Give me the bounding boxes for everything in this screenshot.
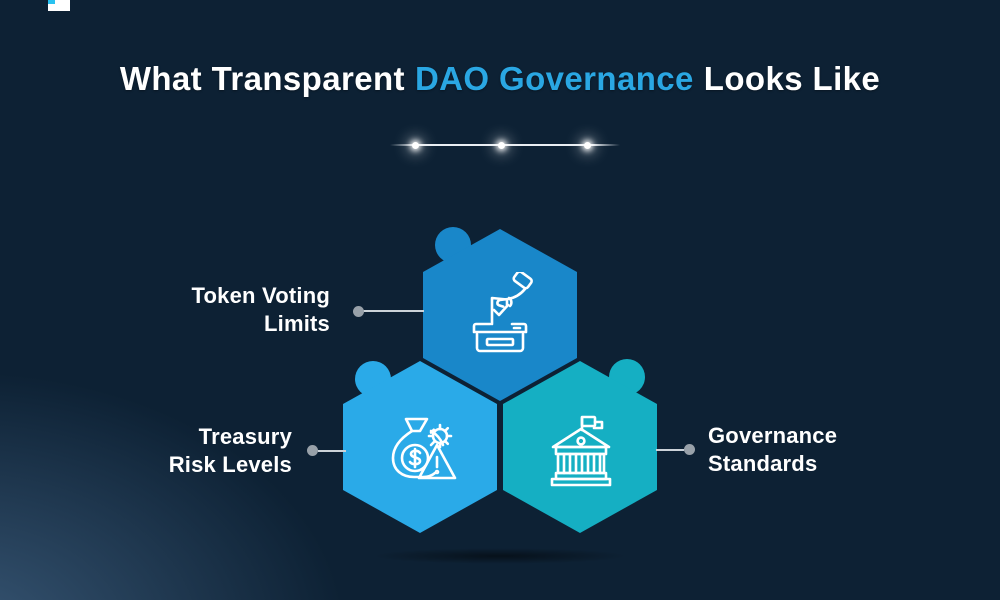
label-token-voting-limits: Token Voting Limits	[130, 282, 330, 338]
label-line: Governance	[708, 423, 838, 448]
ballot-box-icon	[472, 272, 533, 353]
connector-dot-treasury	[307, 445, 318, 456]
label-line: Limits	[264, 311, 330, 336]
title-suffix: Looks Like	[703, 60, 881, 97]
title-prefix: What Transparent	[119, 60, 405, 97]
divider-glow-dot	[584, 142, 591, 149]
label-governance-standards: Governance Standards	[708, 422, 938, 478]
connector-dot-governance	[684, 444, 695, 455]
divider-glow-dot	[498, 142, 505, 149]
connector-line-treasury	[318, 450, 346, 452]
label-treasury-risk-levels: Treasury Risk Levels	[92, 423, 292, 479]
divider-glow-dot	[412, 142, 419, 149]
title-divider-line	[390, 144, 620, 146]
logo-fragment-accent	[48, 0, 55, 4]
bank-building-icon	[550, 415, 612, 487]
page-title: What Transparent DAO Governance Looks Li…	[0, 60, 1000, 98]
label-line: Risk Levels	[168, 452, 292, 477]
connector-line-token-voting	[360, 310, 424, 312]
connector-line-governance	[656, 449, 684, 451]
connector-dot-token-voting	[353, 306, 364, 317]
label-line: Token Voting	[191, 283, 330, 308]
label-line: Standards	[708, 451, 818, 476]
logo-fragment	[48, 0, 70, 11]
title-highlight: DAO Governance	[414, 60, 694, 97]
money-bag-gear-warning-icon	[391, 417, 457, 480]
label-line: Treasury	[198, 424, 292, 449]
cluster-shadow	[372, 548, 628, 564]
